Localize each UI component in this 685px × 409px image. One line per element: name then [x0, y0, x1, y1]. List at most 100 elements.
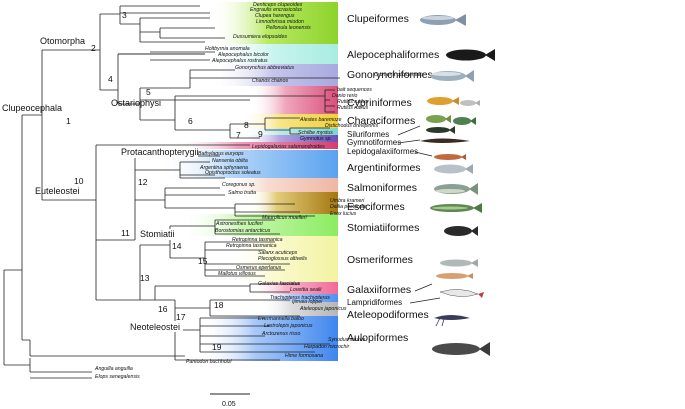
- fish-gonorynchiformes-icon: [430, 70, 474, 82]
- band-osmeriformes: [230, 236, 338, 282]
- taxon-label: bait sequences: [337, 87, 372, 93]
- order-label-lampridiformes: Lampridiformes: [347, 298, 402, 307]
- order-label-siluriformes: Siluriformes: [347, 130, 389, 139]
- taxon-label: Alestes baremoze: [299, 117, 342, 123]
- order-label-characiformes: Characiformes: [347, 115, 415, 127]
- fish-siluriformes-icon: [426, 126, 455, 134]
- node-12: 12: [138, 177, 148, 187]
- scale-bar: 0.05: [210, 393, 250, 408]
- clade-neoteleostei: Neoteleostei: [130, 322, 180, 332]
- taxon-label: Holtbyrnia anomala: [205, 46, 250, 52]
- taxon-label: Anguilla anguilla: [94, 366, 133, 372]
- taxon-label: Mallotus villosus: [218, 271, 256, 277]
- taxon-label: Chanos chanos: [252, 78, 288, 84]
- node-2: 2: [91, 43, 96, 53]
- taxon-label: Coregonus sp.: [222, 182, 256, 188]
- band-gymnotiformes: [240, 135, 338, 142]
- fish-cypriniformes-icon: [427, 97, 480, 106]
- clade-euteleostei: Euteleostei: [35, 186, 80, 196]
- band-gonorynchiformes: [210, 64, 338, 86]
- taxon-label: Clupea harengus: [255, 13, 295, 19]
- taxon-label: Borostomias antarcticus: [215, 228, 271, 234]
- taxon-label: Schilbe mystus: [298, 130, 333, 136]
- taxon-label: Astronesthes luciferi: [215, 221, 264, 227]
- taxon-label: Arctozenus risso: [261, 331, 300, 337]
- order-label-cypriniformes: Cypriniformes: [347, 97, 412, 109]
- taxon-label: Cromeria occidentalis: [374, 72, 424, 78]
- clade-ostariophysi: Ostariophysi: [111, 98, 161, 108]
- fish-gymnotiformes-icon: [420, 138, 470, 143]
- band-aulopiformes: [200, 316, 338, 361]
- scale-bar-label: 0.05: [222, 401, 236, 408]
- order-label-osmeriformes: Osmeriformes: [347, 254, 413, 266]
- node-11: 11: [121, 228, 130, 238]
- fish-esociformes-icon: [430, 203, 482, 213]
- band-clupeiformes: [210, 2, 338, 44]
- taxon-label: Pantodon buchholzi: [186, 359, 232, 365]
- node-7: 7: [236, 130, 241, 140]
- taxon-label: Distichodus brevipinnis: [325, 123, 378, 129]
- clade-stomiatii: Stomiatii: [140, 229, 175, 239]
- fish-aulopiformes-icon: [432, 342, 490, 356]
- band-alepocephaliformes: [210, 44, 338, 64]
- node-14: 14: [172, 241, 182, 251]
- taxon-label: Rutilus rutilus: [337, 105, 369, 111]
- taxon-label: Synodus saurus: [328, 337, 366, 343]
- taxon-label: Retropinna tasmanica: [232, 237, 283, 243]
- clade-otomorpha: Otomorpha: [40, 36, 85, 46]
- fish-stomiatiiformes-icon: [444, 226, 478, 236]
- taxon-label: Nansenia oblita: [212, 158, 248, 164]
- taxon-label: Dallia pectoralis: [330, 204, 367, 210]
- taxon-label: Gymnotus sp.: [300, 136, 332, 142]
- taxon-label: Denticeps clupeoides: [253, 2, 303, 8]
- band-siluriformes: [240, 128, 338, 135]
- node-5: 5: [146, 87, 151, 97]
- taxon-label: Salmo trutta: [228, 190, 256, 196]
- fish-illustrations: [420, 14, 495, 356]
- taxon-label: Plecoglossus altivelis: [258, 256, 307, 262]
- taxon-label: Trachypterus trachypterus: [270, 295, 330, 301]
- fish-argentiniformes-icon: [434, 164, 473, 174]
- band-lampridiformes: [260, 294, 338, 302]
- order-label-ateleopodiformes: Ateleopodiformes: [347, 309, 429, 321]
- band-characiformes: [240, 114, 338, 128]
- taxon-label: Maurolicus muelleri: [262, 215, 308, 221]
- fish-lampridiformes-icon: [439, 289, 484, 298]
- node-10: 10: [74, 176, 84, 186]
- taxon-label: Bathylagus euryops: [198, 151, 244, 157]
- order-label-lepidogalaxiiformes: Lepidogalaxiiformes: [347, 147, 418, 156]
- fish-characiformes-icon: [426, 115, 476, 125]
- taxon-label: Salanx acuticeps: [258, 250, 298, 256]
- taxon-label: Gonorynchus abbreviatus: [235, 65, 295, 71]
- node-15: 15: [198, 256, 208, 266]
- taxon-label: Evermannella balbo: [258, 316, 304, 322]
- taxon-label: Rutilus rutilus: [337, 99, 369, 105]
- taxon-label: Ateleopus japonicus: [299, 306, 347, 312]
- band-lepidogalaxiiformes: [170, 142, 338, 149]
- taxon-label: Hime formosana: [285, 353, 323, 359]
- clade-labels: Clupeocephala Otomorpha Ostariophysi Eut…: [2, 36, 199, 332]
- fish-osmeriformes-icon: [440, 259, 478, 267]
- taxon-label: Lestrolepis japonicus: [264, 323, 313, 329]
- taxon-label: Lovettia sealii: [290, 287, 322, 293]
- order-labels: Clupeiformes Alepocephaliformes Gonorync…: [347, 13, 439, 344]
- band-stomiatiiformes: [180, 214, 338, 236]
- taxon-label: Argentina sphyraena: [199, 165, 248, 171]
- node-1: 1: [66, 116, 71, 126]
- order-label-aulopiformes: Aulopiformes: [347, 332, 408, 344]
- taxon-label: Alepocephalus rostratus: [211, 58, 268, 64]
- taxon-label: Umbra krameri: [330, 198, 365, 204]
- band-esociformes: [250, 192, 338, 214]
- fish-clupeiformes-icon: [420, 14, 466, 26]
- taxon-label: Lepidogalaxias salamandroides: [252, 144, 325, 150]
- order-label-stomiatiiformes: Stomiatiiformes: [347, 222, 419, 234]
- order-bands: [160, 2, 338, 361]
- taxon-label: Osmerus eperlanus: [236, 265, 282, 271]
- taxon-labels: Denticeps clupeoides Engraulis encrasico…: [94, 2, 424, 380]
- taxon-label: Harpadon microchir: [304, 344, 350, 350]
- node-6: 6: [188, 116, 193, 126]
- node-3: 3: [122, 10, 127, 20]
- node-4: 4: [108, 74, 113, 84]
- taxon-label: Retropinna tasmanica: [226, 243, 277, 249]
- node-19: 19: [212, 342, 222, 352]
